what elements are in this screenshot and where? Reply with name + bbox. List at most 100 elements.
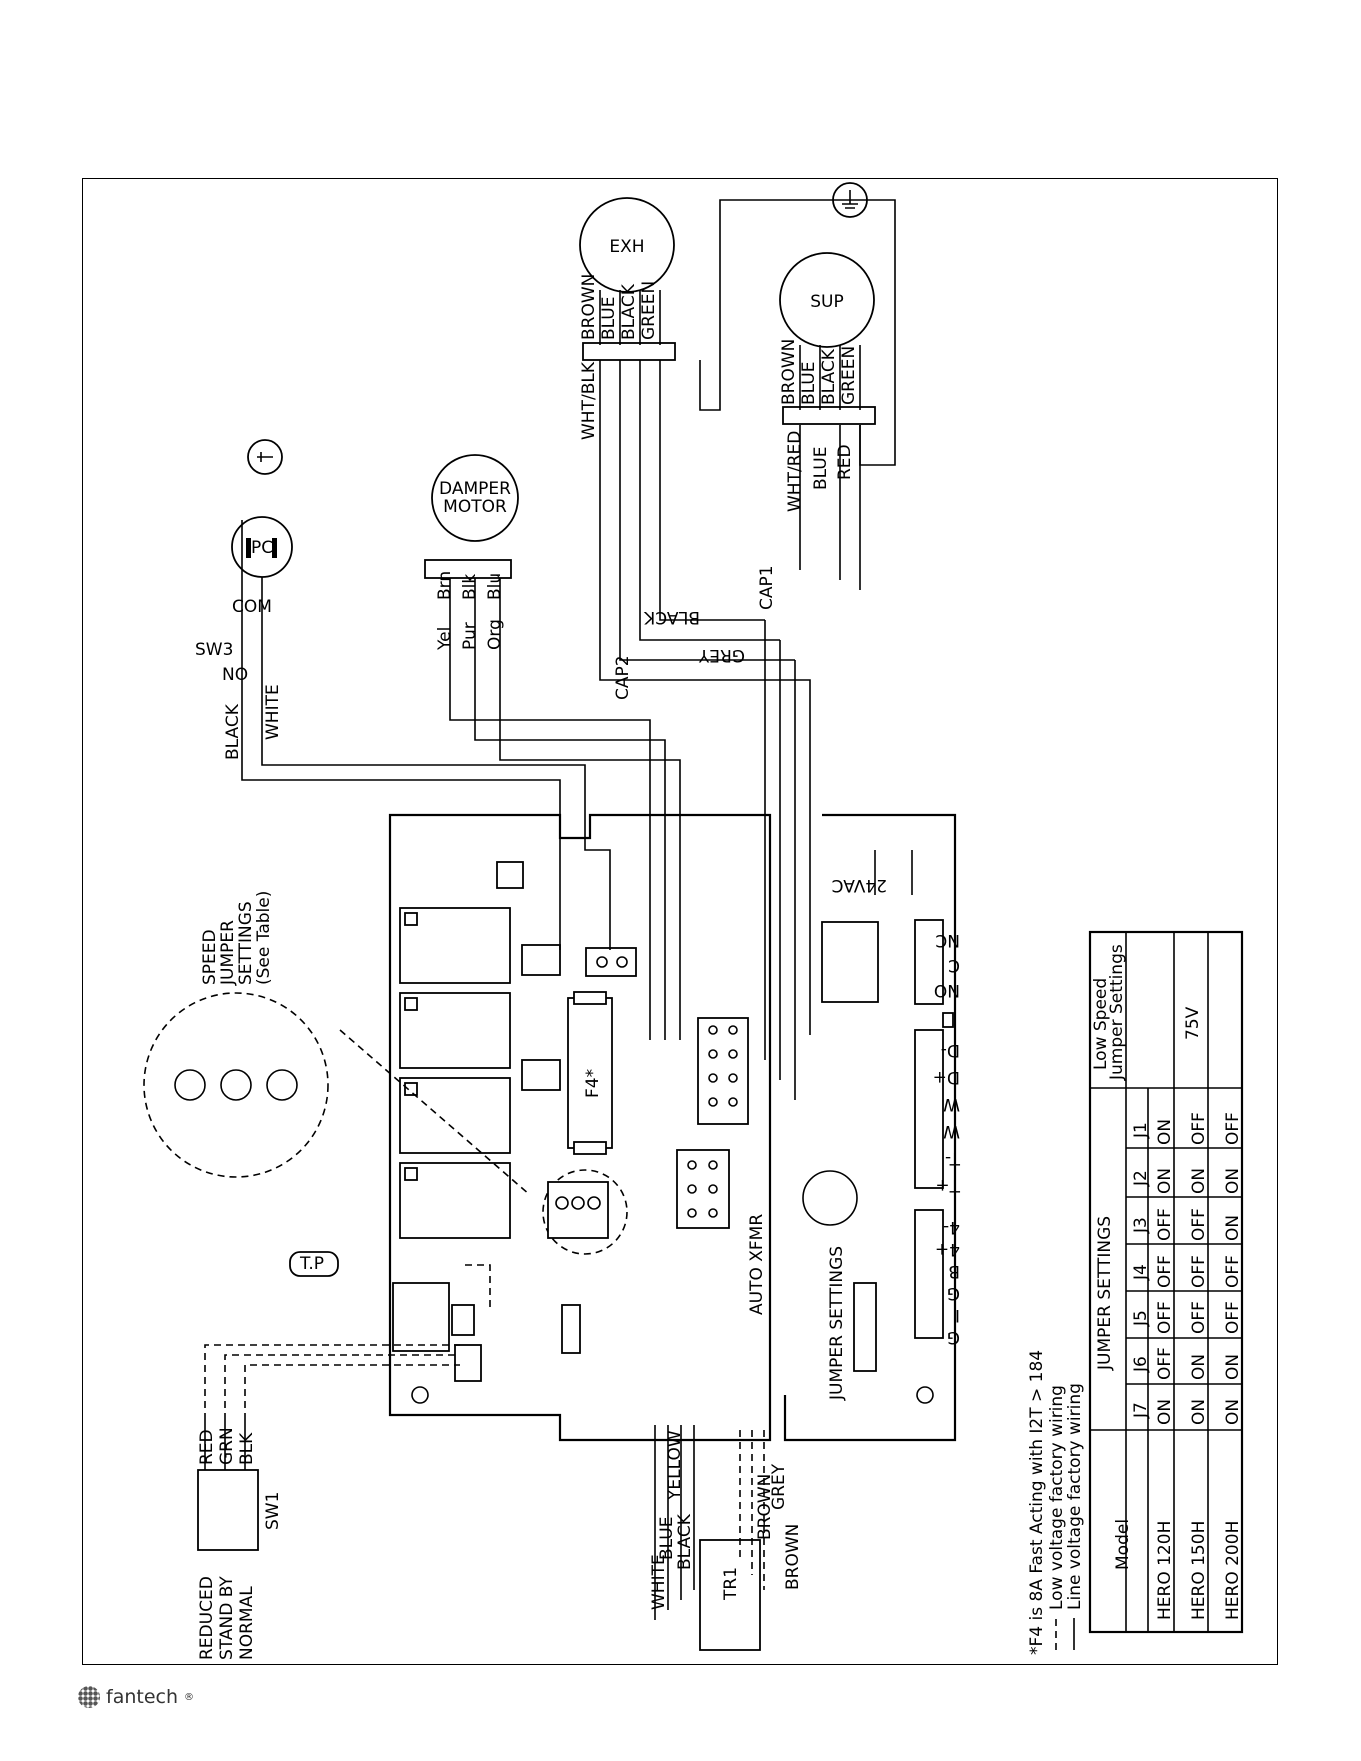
- sup-wire-label: BLACK: [819, 348, 839, 405]
- table-cell: OFF: [1155, 1255, 1175, 1288]
- label-sw1-mode-2: NORMAL: [237, 1586, 257, 1660]
- table-jumper-header: J7: [1131, 1402, 1151, 1419]
- auto-xfmr-knob: [802, 1170, 858, 1226]
- table-cell: ON: [1223, 1399, 1243, 1425]
- label-f4: F4*: [583, 1069, 603, 1098]
- jumper-header: [853, 1282, 877, 1372]
- table-cell: ON: [1223, 1354, 1243, 1380]
- label-tr1: TR1: [721, 1567, 741, 1601]
- sup-wire-label: BROWN: [779, 339, 799, 405]
- label-no: NO: [222, 665, 248, 685]
- relay-1: [399, 907, 511, 984]
- mid-term-label: W: [943, 1121, 960, 1141]
- ground-symbols: [247, 182, 868, 475]
- low-voltage-wires: [143, 992, 531, 1420]
- note-line: Line voltage factory wiring: [1065, 1383, 1085, 1610]
- control-board: [388, 813, 957, 1442]
- damper-in-label: Brn: [435, 571, 455, 600]
- note-f4: *F4 is 8A Fast Acting with I2T > 184: [1027, 1350, 1047, 1655]
- fan-dots-icon: [78, 1686, 100, 1708]
- label-24vac: 24VAC: [832, 875, 887, 895]
- fuse-f4: [567, 997, 613, 1149]
- connector-tp-block: [392, 1282, 450, 1352]
- damper-out-label: Org: [485, 619, 505, 650]
- xfmr-wire-label: YELLOW: [665, 1430, 685, 1501]
- table-low-speed-2: Jumper Settings: [1107, 944, 1127, 1081]
- label-white-pc: WHITE: [263, 684, 283, 740]
- table-cell: OFF: [1223, 1112, 1243, 1145]
- label-motor: MOTOR: [443, 497, 507, 517]
- table-cell: OFF: [1189, 1208, 1209, 1241]
- table-jumper-header: J1: [1131, 1122, 1151, 1139]
- transformer-24vac: [821, 921, 879, 1003]
- low-term-label: I: [955, 1305, 960, 1325]
- mid-term-label: T+: [935, 1175, 961, 1195]
- brand-logo: fantech ®: [78, 1686, 194, 1708]
- connector-sw1: [454, 1344, 482, 1382]
- label-com: COM: [232, 597, 272, 617]
- jumper-table: Model JUMPER SETTINGS Low Speed Jumper S…: [1088, 930, 1244, 1634]
- damper-in-label: Blu: [485, 573, 505, 600]
- table-cell: ON: [1155, 1399, 1175, 1425]
- low-term-label: 4-: [943, 1217, 960, 1237]
- table-cell: ON: [1223, 1215, 1243, 1241]
- note-low: Low voltage factory wiring: [1047, 1385, 1067, 1610]
- table-cell: OFF: [1189, 1255, 1209, 1288]
- label-speed-jumper-1: JUMPER: [218, 920, 238, 986]
- connector-2pin: [585, 947, 637, 977]
- xfmr-wire-label: WHITE: [649, 1554, 669, 1610]
- brand-name: fantech: [106, 1686, 179, 1708]
- exh-wire-label: BLUE: [599, 297, 619, 340]
- table-cell: OFF: [1155, 1347, 1175, 1380]
- table-model-header: Model: [1113, 1519, 1133, 1570]
- exh-wire-label: BLACK: [619, 283, 639, 340]
- table-cell: ON: [1189, 1354, 1209, 1380]
- table-jumper-header: J5: [1131, 1310, 1151, 1327]
- damper-out-label: Pur: [460, 622, 480, 650]
- relay-4: [399, 1162, 511, 1239]
- relay-term-label: NC: [935, 930, 960, 950]
- exh-motor: [579, 197, 676, 361]
- table-cell: ON: [1223, 1168, 1243, 1194]
- label-black-pc: BLACK: [223, 703, 243, 760]
- relay-term-label: C: [948, 955, 960, 975]
- label-auto-xfmr: AUTO XFMR: [747, 1214, 767, 1315]
- low-term-label: G: [947, 1283, 960, 1303]
- label-exh: EXH: [609, 237, 644, 257]
- label-wht-blk: WHT/BLK: [579, 361, 599, 440]
- mid-term-label: W: [943, 1094, 960, 1114]
- table-cell: OFF: [1189, 1301, 1209, 1334]
- xfmr-wire-label: BROWN: [755, 1474, 775, 1540]
- sw1-switch: [197, 1420, 259, 1551]
- table-jumper-header: J2: [1131, 1170, 1151, 1187]
- damper-motor: [424, 454, 519, 579]
- label-damper: DAMPER: [439, 479, 511, 499]
- table-cells-row-1: ON ON OFF OFF OFF ON OFF: [1189, 1112, 1209, 1425]
- table-low-speed-1: Low Speed: [1091, 978, 1111, 1070]
- table-cell: OFF: [1223, 1301, 1243, 1334]
- motor-wire-labels: BROWN BLUE BLACK GREEN BROWN BLUE BLACK …: [435, 274, 961, 1610]
- connector-6pin: [676, 1149, 730, 1229]
- relay-term-label: NO: [934, 980, 960, 1000]
- low-term-label: 4+: [935, 1239, 960, 1259]
- table-low-speed-value: 75V: [1183, 1006, 1203, 1040]
- label-speed-jumper-0: SPEED: [200, 929, 220, 985]
- exh-wire-label: GREEN: [639, 281, 659, 340]
- table-cell: ON: [1155, 1119, 1175, 1145]
- label-sup: SUP: [810, 292, 844, 312]
- mid-term-label: D-: [941, 1040, 960, 1060]
- xfmr-wire-label: BLACK: [675, 1513, 695, 1570]
- label-wht-red: WHT/RED: [785, 431, 805, 512]
- table-cell: ON: [1189, 1168, 1209, 1194]
- comm-terminal-block: [914, 1029, 944, 1189]
- transformer-wiring: [654, 1425, 765, 1651]
- speed-jumper-block: [547, 1181, 609, 1239]
- relay-terminal-block: [914, 919, 944, 1005]
- table-cell: OFF: [1155, 1208, 1175, 1241]
- table-jumper-header: J3: [1131, 1217, 1151, 1234]
- xfmr-wire-label: GREY: [769, 1463, 789, 1510]
- tp-sensor: [289, 1251, 339, 1277]
- label-speed-jumper-2: SETTINGS: [236, 901, 256, 985]
- table-cells-row-0: ON OFF OFF OFF OFF ON ON: [1155, 1119, 1175, 1425]
